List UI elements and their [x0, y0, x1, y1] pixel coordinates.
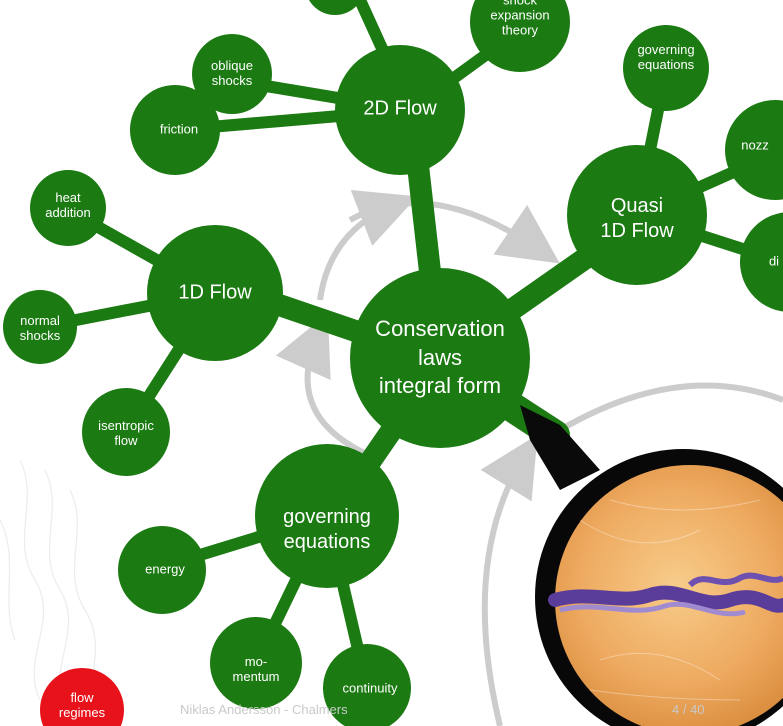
leaf-top-partial[interactable] — [305, 0, 365, 15]
leaf-oblique-shocks-label: oblique shocks — [211, 58, 253, 88]
node-quasi-1d-flow-label: Quasi 1D Flow — [600, 195, 674, 242]
leaf-continuity-label: continuity — [342, 680, 398, 696]
node-flow-regimes[interactable] — [40, 668, 124, 726]
node-quasi-1d-flow[interactable] — [567, 145, 707, 285]
leaf-momentum[interactable] — [210, 617, 302, 709]
leaf-diffuser[interactable] — [740, 212, 783, 312]
leaf-heat-addition[interactable] — [30, 170, 106, 246]
flow-picture-connector — [520, 405, 600, 490]
leaf-oblique-shocks[interactable] — [192, 34, 272, 114]
node-2d-flow-label: 2D Flow — [363, 97, 437, 120]
leaf-governing-equations-q1d-label: governing equations — [637, 42, 695, 72]
cycle-arrows — [275, 189, 783, 726]
leaf-momentum-label: mo- mentum — [232, 654, 280, 684]
node-1d-flow[interactable] — [147, 225, 283, 361]
cycle-arrow-right-big — [558, 382, 783, 433]
leaf-energy[interactable] — [118, 526, 206, 614]
node-governing-equations[interactable] — [255, 444, 399, 588]
leaf-isentropic-flow-label: isentropic flow — [98, 418, 154, 448]
node-flow-regimes-label: flow regimes — [58, 690, 106, 720]
leaf-normal-shocks-label: normal shocks — [19, 313, 61, 343]
node-2d-flow[interactable] — [335, 45, 465, 175]
leaf-shock-expansion-label: shock expansion theory — [490, 0, 550, 38]
node-governing-equations-label: governing equations — [283, 506, 371, 553]
leaf-shock-expansion-theory[interactable] — [470, 0, 570, 72]
leaf-diffuser-label: di — [768, 253, 780, 269]
leaf-continuity[interactable] — [323, 644, 411, 726]
leaf-energy-label: energy — [145, 561, 185, 577]
leaf-governing-equations[interactable] — [623, 25, 709, 111]
leaf-heat-addition-label: heat addition — [45, 190, 91, 220]
footer-page-number: 4 / 40 — [672, 702, 705, 717]
center-node[interactable] — [350, 268, 530, 448]
leaf-isentropic-flow[interactable] — [82, 388, 170, 476]
leaf-nozzle-label: nozz — [741, 137, 769, 153]
leaf-friction[interactable] — [130, 85, 220, 175]
leaf-friction-label: friction — [159, 121, 199, 137]
cycle-arrow-bottom-big — [480, 434, 538, 726]
leaf-normal-shocks[interactable] — [3, 290, 77, 364]
center-node-label: Conservation laws integral form — [375, 316, 505, 399]
flow-visualization-image — [535, 449, 783, 726]
node-1d-flow-label: 1D Flow — [178, 281, 252, 304]
leaf-nozzle[interactable] — [725, 100, 783, 200]
vortex-jet — [548, 585, 783, 613]
cycle-arrow-left — [275, 313, 382, 463]
cycle-arrow-left-upper — [317, 189, 418, 301]
footer-author: Niklas Andersson - Chalmers — [180, 702, 348, 717]
